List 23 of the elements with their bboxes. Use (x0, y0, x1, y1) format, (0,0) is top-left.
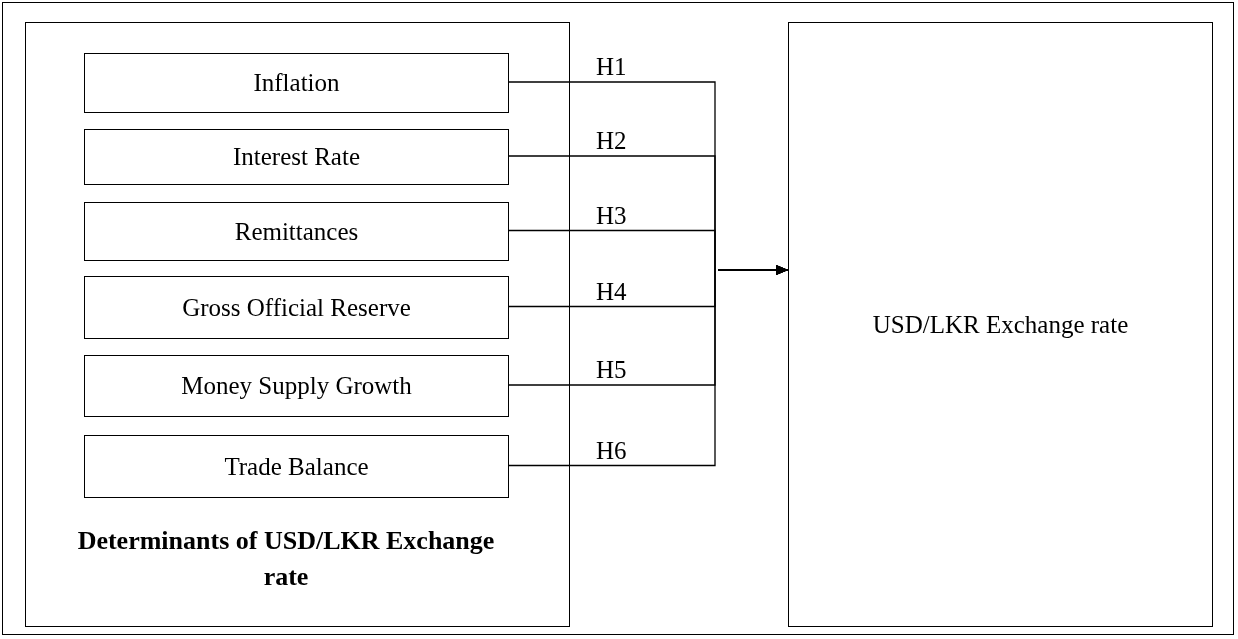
box-label: Trade Balance (224, 451, 369, 482)
connector-arrow (507, 265, 789, 467)
variable-box (84, 202, 509, 261)
edge-label: H5 (596, 357, 627, 382)
box-label: Inflation (253, 68, 340, 99)
box-label: Money Supply Growth (181, 371, 412, 402)
box-label: Interest Rate (233, 142, 360, 173)
variable-box (84, 355, 509, 417)
box-label: Remittances (234, 216, 359, 247)
group-box (25, 22, 570, 627)
box-label: Gross Official Reserve (182, 292, 411, 323)
edge-label: H4 (596, 278, 627, 304)
box-label: USD/LKR Exchange rate (872, 309, 1129, 340)
variable-box (84, 129, 509, 185)
variable-box (788, 22, 1213, 627)
group-title: Determinants of USD/LKR Exchange rate (76, 525, 496, 593)
variable-box (84, 53, 509, 113)
edge-label: H1 (596, 54, 627, 79)
edge-label: H2 (596, 128, 627, 153)
edge-label: H6 (596, 437, 627, 463)
variable-box (84, 276, 509, 339)
edge-label: H3 (596, 202, 627, 228)
variable-box (84, 435, 509, 498)
